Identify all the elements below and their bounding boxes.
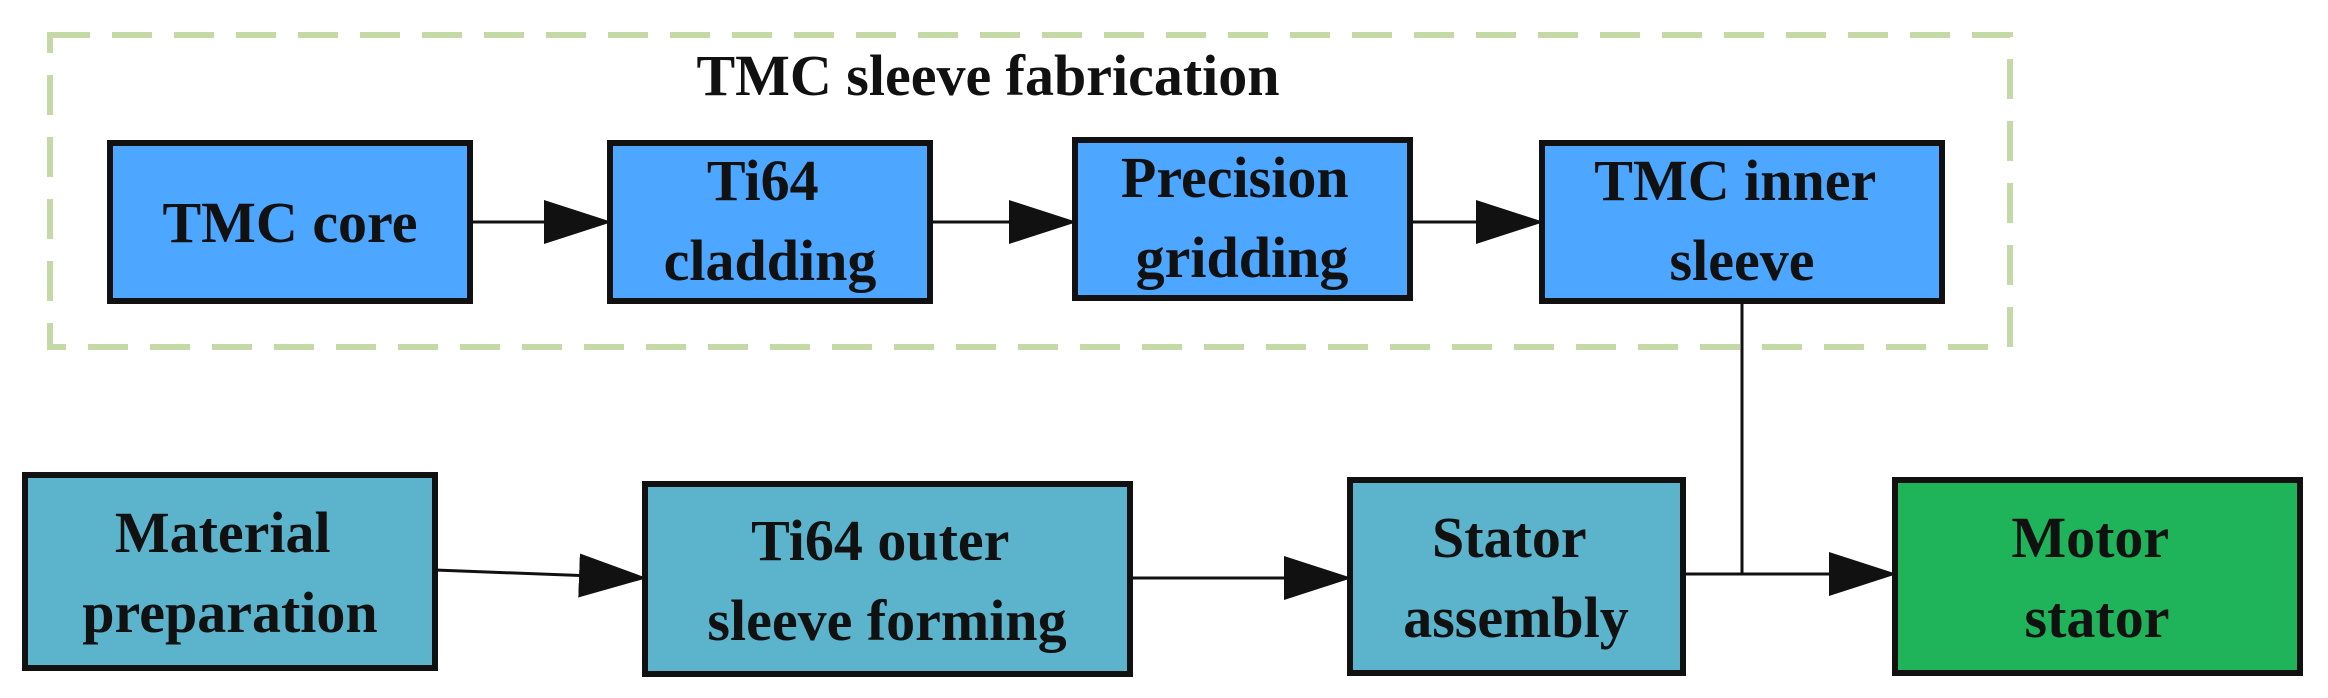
label-precision-gridding: Precision gridding: [1121, 145, 1363, 290]
label-tmc-inner-sleeve-line-1: TMC inner: [1594, 148, 1875, 213]
label-ti64-outer-sleeve-forming: Ti64 outer sleeve forming: [707, 508, 1066, 653]
label-material-preparation-line-2: preparation: [82, 580, 377, 645]
label-stator-assembly-line-2: assembly: [1403, 585, 1629, 650]
label-tmc-inner-sleeve-line-2: sleeve: [1670, 228, 1815, 293]
box-tmc-core: [107, 140, 473, 304]
box-material-preparation: [22, 472, 438, 671]
label-ti64-outer-sleeve-forming-line-2: sleeve forming: [707, 588, 1066, 653]
label-precision-gridding-line-2: gridding: [1136, 225, 1349, 290]
group-title: TMC sleeve fabrication: [696, 43, 1279, 108]
label-ti64-cladding-line-2: cladding: [664, 228, 877, 293]
label-material-preparation: Material preparation: [82, 500, 377, 645]
label-ti64-cladding: Ti64 cladding: [664, 148, 877, 293]
label-tmc-core: TMC core: [163, 190, 418, 255]
arrow-preparation-to-outer-sleeve: [434, 553, 647, 598]
box-stator-assembly: [1347, 477, 1686, 676]
label-motor-stator-line-1: Motor: [2011, 505, 2168, 570]
box-precision-gridding: [1072, 137, 1413, 301]
label-stator-assembly-line-1: Stator: [1432, 505, 1586, 570]
label-motor-stator-line-2: stator: [2025, 585, 2170, 650]
label-motor-stator: Motor stator: [2011, 505, 2182, 650]
label-material-preparation-line-1: Material: [115, 500, 331, 565]
label-tmc-core-line-1: TMC core: [163, 190, 418, 255]
label-tmc-inner-sleeve: TMC inner sleeve: [1594, 148, 1889, 293]
label-ti64-outer-sleeve-forming-line-1: Ti64 outer: [751, 508, 1009, 573]
label-precision-gridding-line-1: Precision: [1121, 145, 1349, 210]
group-border-tmc-sleeve-fabrication: [47, 32, 2013, 350]
label-stator-assembly: Stator assembly: [1403, 505, 1629, 650]
label-ti64-cladding-line-1: Ti64: [707, 148, 819, 213]
